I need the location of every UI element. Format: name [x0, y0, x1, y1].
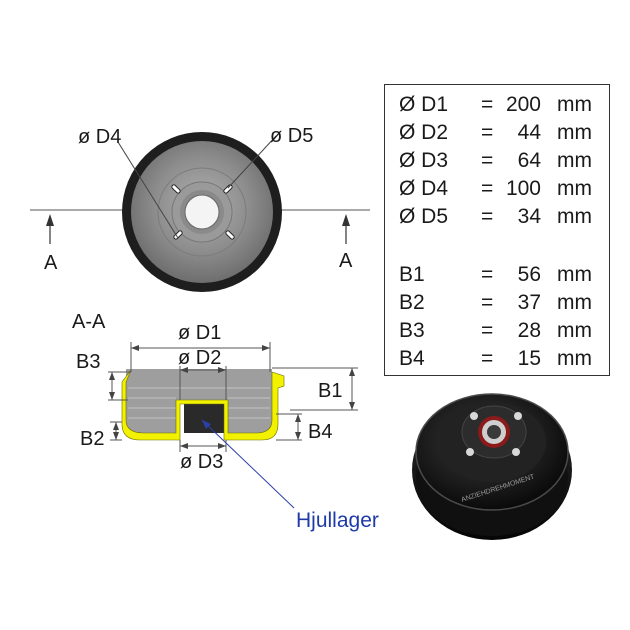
photo-bearing-bore	[487, 425, 501, 439]
spec-unit: mm	[557, 347, 592, 370]
spec-name: B1	[399, 263, 425, 286]
spec-row-d1: Ø D1 = 200 mm	[385, 91, 611, 119]
spec-value: 100	[505, 177, 541, 200]
section-arrow-left	[46, 214, 54, 244]
bearing-label: Hjullager	[296, 509, 379, 532]
spec-value: 34	[517, 205, 541, 228]
bolt-hole	[173, 230, 183, 240]
section-title: A-A	[72, 311, 106, 333]
bearing-leader-arrow	[202, 420, 211, 429]
section-arrow-right	[342, 214, 350, 244]
spec-name: Ø D3	[399, 149, 449, 172]
spec-equals: =	[481, 121, 494, 144]
spec-value: 28	[517, 319, 541, 342]
b2-label: B2	[80, 428, 104, 450]
bolt-hole	[223, 184, 233, 194]
spec-equals: =	[481, 149, 494, 172]
b3-label: B3	[76, 351, 100, 373]
spec-value: 200	[505, 93, 541, 116]
b1-label: B1	[318, 380, 342, 402]
drum-photo: ANZIEHDREHMOMENT	[412, 393, 572, 540]
b4-label: B4	[308, 421, 332, 443]
spec-value: 64	[517, 149, 541, 172]
spec-unit: mm	[557, 93, 592, 116]
spec-name: Ø D1	[399, 93, 449, 116]
d5-label: ø D5	[270, 125, 313, 147]
section-label-left: A	[44, 252, 58, 274]
d2-label: ø D2	[178, 347, 221, 369]
spec-name: Ø D4	[399, 177, 449, 200]
spec-row-d5: Ø D5 = 34 mm	[385, 203, 611, 231]
spec-equals: =	[481, 205, 494, 228]
spec-unit: mm	[557, 263, 592, 286]
spec-unit: mm	[557, 205, 592, 228]
spec-value: 15	[517, 347, 541, 370]
spec-unit: mm	[557, 177, 592, 200]
section-label-right: A	[339, 250, 353, 272]
top-view: ø D4 ø D5 A A	[30, 125, 370, 292]
spec-row-d2: Ø D2 = 44 mm	[385, 119, 611, 147]
hub-bore-section	[184, 400, 224, 433]
spec-equals: =	[481, 347, 494, 370]
spec-name: B3	[399, 319, 425, 342]
spec-row-d3: Ø D3 = 64 mm	[385, 147, 611, 175]
spec-unit: mm	[557, 149, 592, 172]
spec-row-b2: B2 = 37 mm	[385, 289, 611, 317]
spec-unit: mm	[557, 319, 592, 342]
dimension-arrows	[109, 345, 355, 449]
spec-equals: =	[481, 263, 494, 286]
spec-equals: =	[481, 93, 494, 116]
spec-equals: =	[481, 319, 494, 342]
photo-stud	[466, 448, 474, 456]
spec-value: 37	[517, 291, 541, 314]
d4-label: ø D4	[78, 126, 121, 148]
drum-inner-ring	[157, 167, 247, 257]
d3-label: ø D3	[180, 451, 223, 473]
drum-section-body	[126, 369, 272, 433]
brake-shoe-section	[121, 369, 285, 441]
spec-name: Ø D2	[399, 121, 449, 144]
hub-bore	[184, 194, 220, 230]
spec-unit: mm	[557, 121, 592, 144]
drum-shading	[128, 387, 270, 419]
spec-unit: mm	[557, 291, 592, 314]
spec-name: Ø D5	[399, 205, 449, 228]
photo-stud	[514, 412, 522, 420]
spec-row-b3: B3 = 28 mm	[385, 317, 611, 345]
spec-equals: =	[481, 177, 494, 200]
spec-row-b1: B1 = 56 mm	[385, 261, 611, 289]
photo-drum-rim-highlight	[415, 393, 569, 511]
spec-row-b4: B4 = 15 mm	[385, 345, 611, 373]
spec-name: B2	[399, 291, 425, 314]
photo-stud	[512, 448, 520, 456]
d4-leader	[117, 141, 179, 239]
spec-table: Ø D1 = 200 mm Ø D2 = 44 mm Ø D3 = 64 mm …	[384, 84, 610, 376]
spec-name: B4	[399, 347, 425, 370]
d5-leader	[227, 135, 277, 189]
bolt-hole	[171, 184, 181, 194]
spec-value: 56	[517, 263, 541, 286]
d1-label: ø D1	[178, 322, 221, 344]
bolt-holes	[171, 184, 235, 240]
section-view: A-A	[72, 311, 379, 532]
spec-value: 44	[517, 121, 541, 144]
bolt-hole	[225, 230, 235, 240]
spec-row-d4: Ø D4 = 100 mm	[385, 175, 611, 203]
spec-equals: =	[481, 291, 494, 314]
bearing-leader	[201, 419, 295, 509]
photo-stud	[470, 412, 478, 420]
